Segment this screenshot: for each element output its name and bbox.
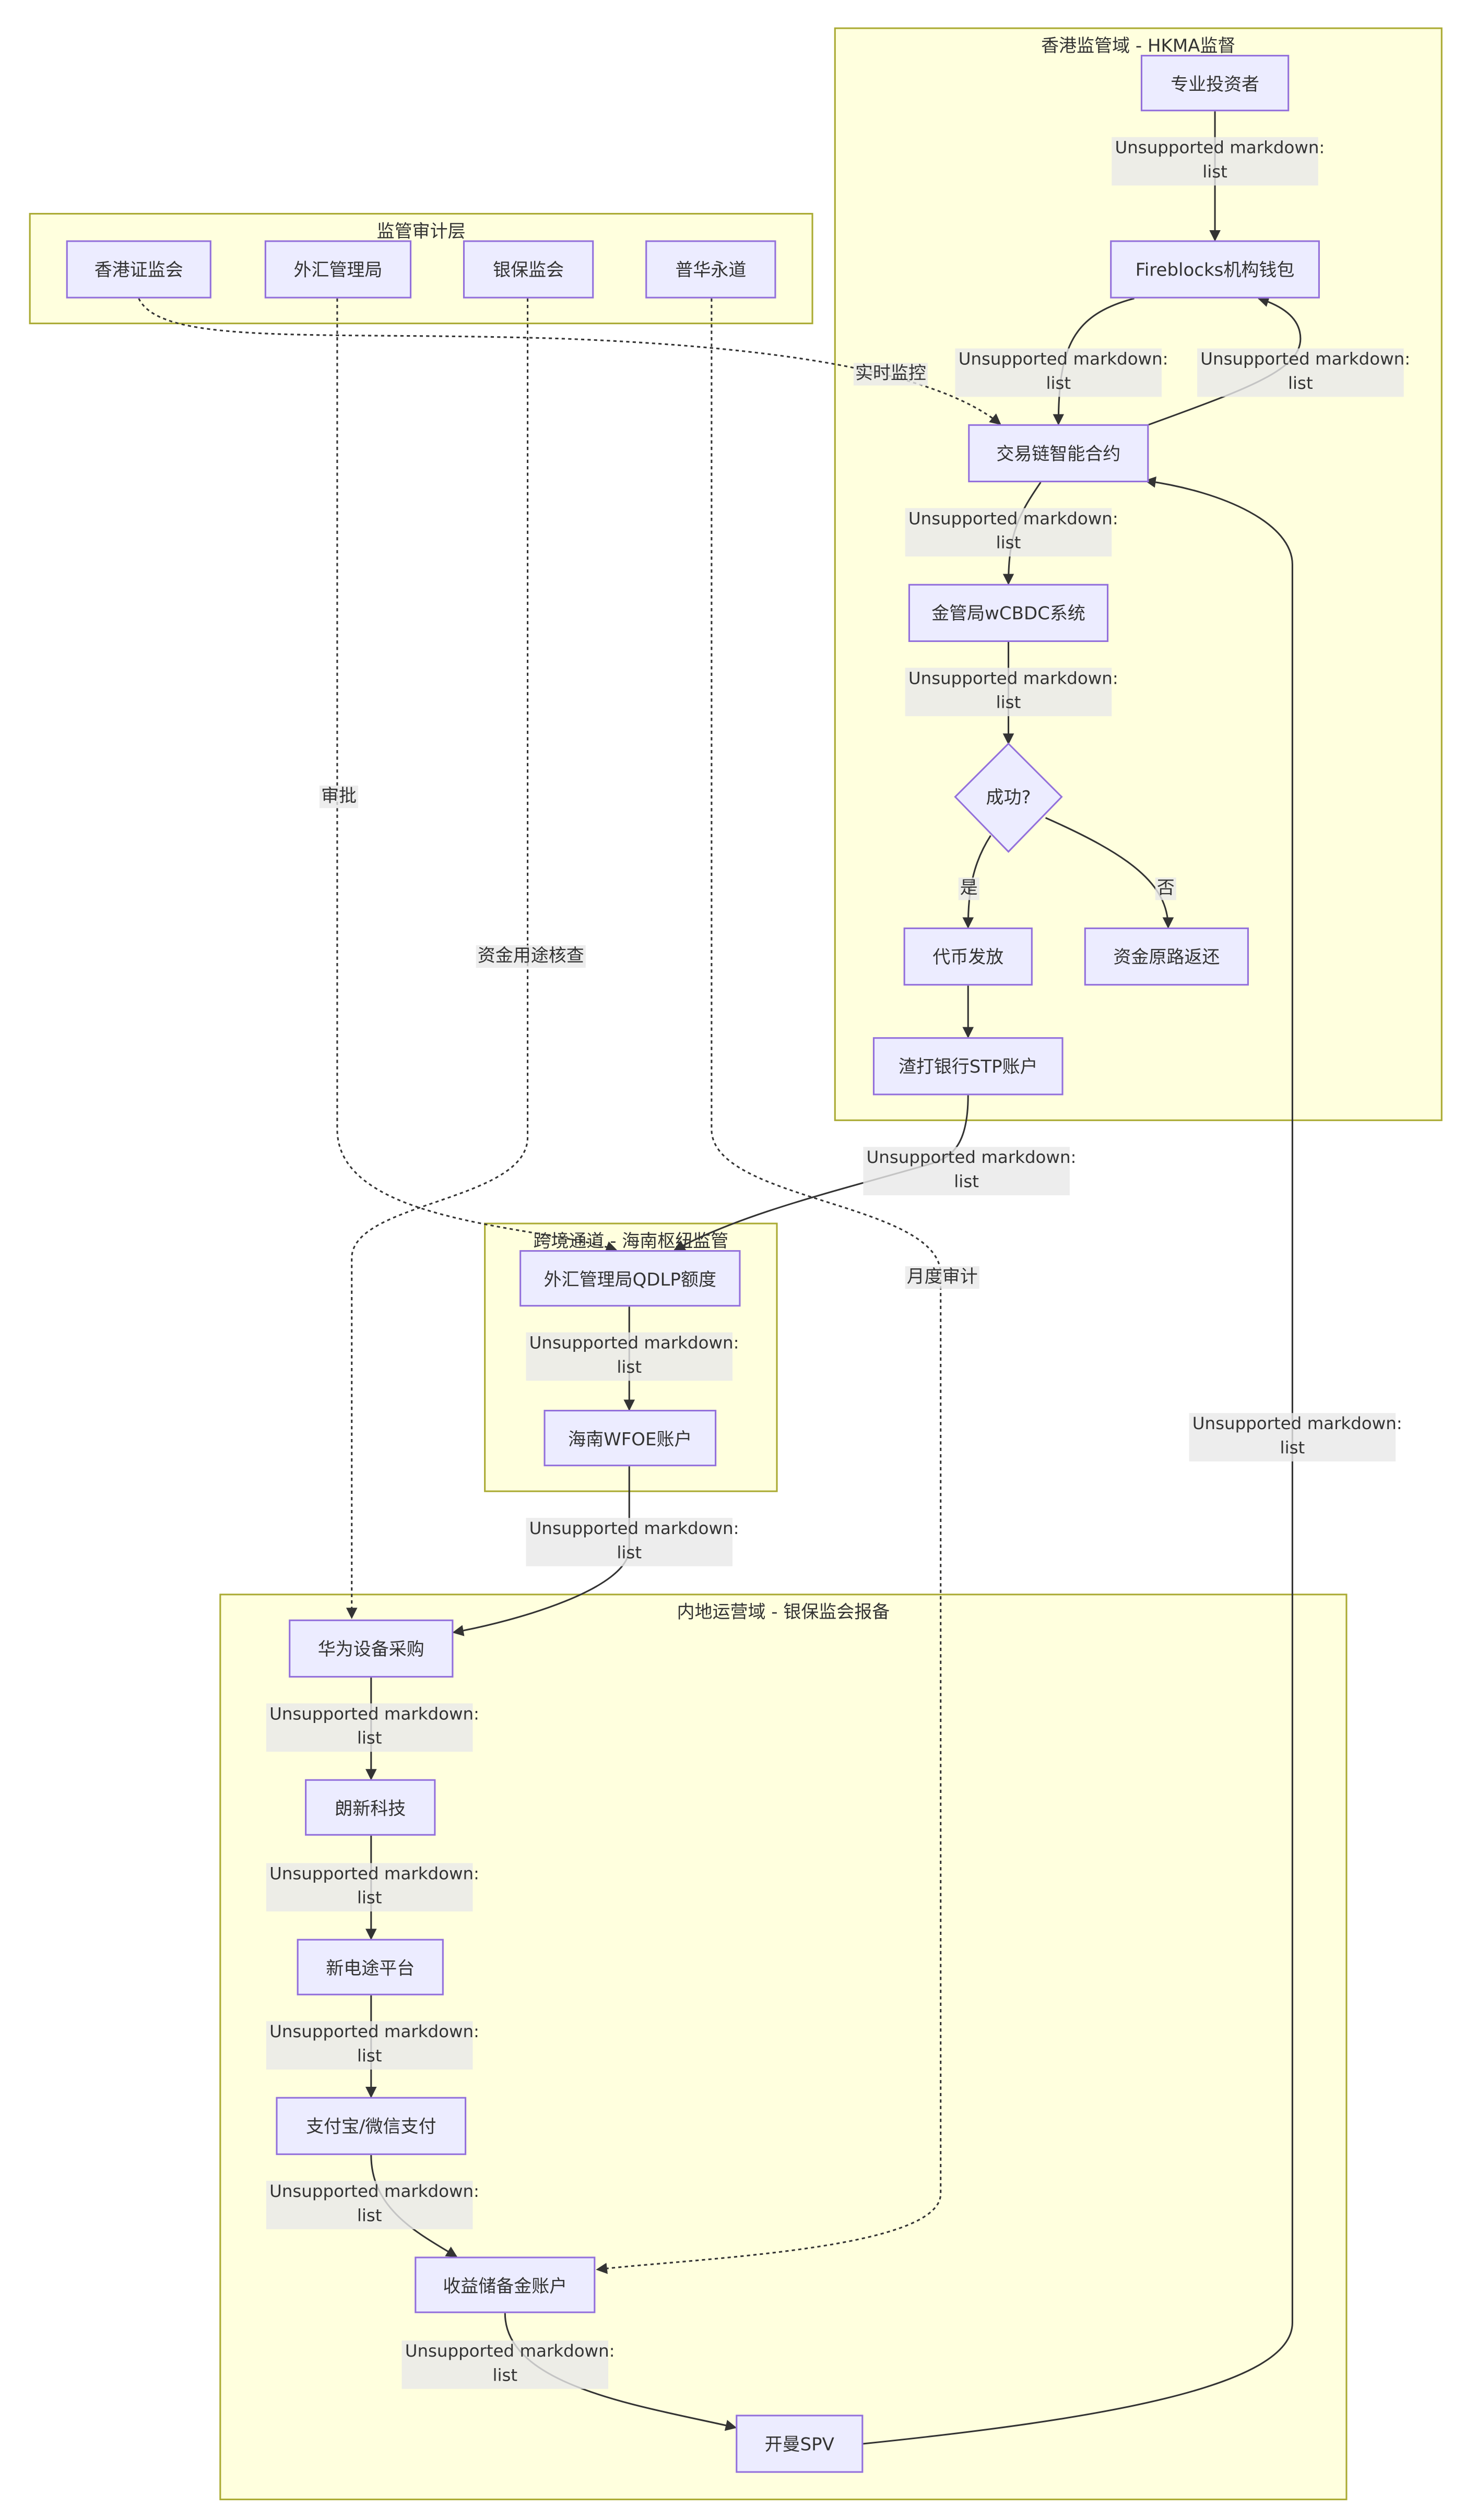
edge-label-qdlp-wfoe: Unsupported markdown:list — [526, 1332, 739, 1381]
edge-cbirc-huawei — [346, 298, 529, 1619]
edge-label-investor-fireblocks: Unsupported markdown:list — [1112, 137, 1325, 186]
node-newlink-platform: 新电途平台 — [297, 1939, 444, 1995]
edge-pwc-reserve — [596, 298, 942, 2274]
node-hk-sfc: 香港证监会 — [66, 240, 211, 299]
node-stp-account: 渣打银行STP账户 — [872, 1037, 1064, 1096]
edge-label-newlink-alipay: Unsupported markdown:list — [266, 2021, 479, 2070]
edge-label-approval: 审批 — [319, 786, 359, 809]
node-qdlp-quota: 外汇管理局QDLP额度 — [519, 1250, 741, 1307]
edge-spv-contract — [863, 476, 1293, 2445]
node-cbirc: 银保监会 — [463, 240, 594, 299]
edge-label-wcbdc-decision: Unsupported markdown:list — [905, 668, 1118, 717]
edge-label-longshine-newlink: Unsupported markdown:list — [266, 1863, 479, 1912]
edge-label-fireblocks-contract: Unsupported markdown:list — [955, 348, 1168, 397]
node-alipay-wechat: 支付宝/微信支付 — [276, 2097, 467, 2155]
mainland-cluster-title: 内地运营域 - 银保监会报备 — [677, 1601, 890, 1623]
edge-label-reserve-spv: Unsupported markdown:list — [401, 2340, 615, 2389]
edge-label-alipay-reserve: Unsupported markdown:list — [266, 2181, 479, 2229]
node-professional-investor: 专业投资者 — [1140, 55, 1290, 112]
node-wcbdc-system: 金管局wCBDC系统 — [908, 584, 1109, 642]
node-huawei-procurement: 华为设备采购 — [289, 1619, 454, 1678]
node-cayman-spv: 开曼SPV — [736, 2415, 864, 2473]
node-pwc: 普华永道 — [645, 240, 776, 299]
edge-label-wfoe-huawei: Unsupported markdown:list — [526, 1518, 739, 1566]
edge-label-contract-fireblocks: Unsupported markdown:list — [1197, 348, 1410, 397]
edge-label-realtime-monitoring: 实时监控 — [853, 363, 928, 386]
hk-cluster-title: 香港监管域 - HKMA监督 — [1041, 35, 1236, 57]
audit-cluster-title: 监管审计层 — [376, 221, 466, 242]
edge-label-monthly-audit: 月度审计 — [905, 1266, 979, 1289]
node-safe: 外汇管理局 — [264, 240, 412, 299]
node-longshine: 朗新科技 — [305, 1779, 436, 1836]
edge-label-stp-qdlp: Unsupported markdown:list — [863, 1147, 1076, 1195]
edge-decision-refund — [1045, 817, 1174, 929]
node-token-issuance: 代币发放 — [903, 927, 1033, 986]
edge-label-spv-contract: Unsupported markdown:list — [1189, 1413, 1402, 1461]
edge-label-contract-wcbdc: Unsupported markdown:list — [905, 508, 1118, 557]
edge-label-funds-check: 资金用途核查 — [476, 945, 586, 968]
edge-label-yes: 是 — [958, 877, 979, 900]
node-smart-contract: 交易链智能合约 — [968, 424, 1149, 483]
cross-border-cluster-title: 跨境通道 - 海南枢纽监管 — [533, 1230, 729, 1252]
edge-safe-qdlp — [336, 298, 618, 1252]
edge-sfc-contract — [138, 298, 1001, 425]
node-success-decision: 成功? — [986, 787, 1031, 809]
node-hainan-wfoe: 海南WFOE账户 — [544, 1410, 717, 1467]
edge-label-huawei-longshine: Unsupported markdown:list — [266, 1703, 479, 1752]
node-reserve-account: 收益储备金账户 — [415, 2256, 596, 2313]
node-fireblocks-wallet: Fireblocks机构钱包 — [1110, 240, 1320, 299]
node-funds-returned: 资金原路返还 — [1084, 927, 1249, 986]
edge-label-no: 否 — [1155, 877, 1176, 900]
